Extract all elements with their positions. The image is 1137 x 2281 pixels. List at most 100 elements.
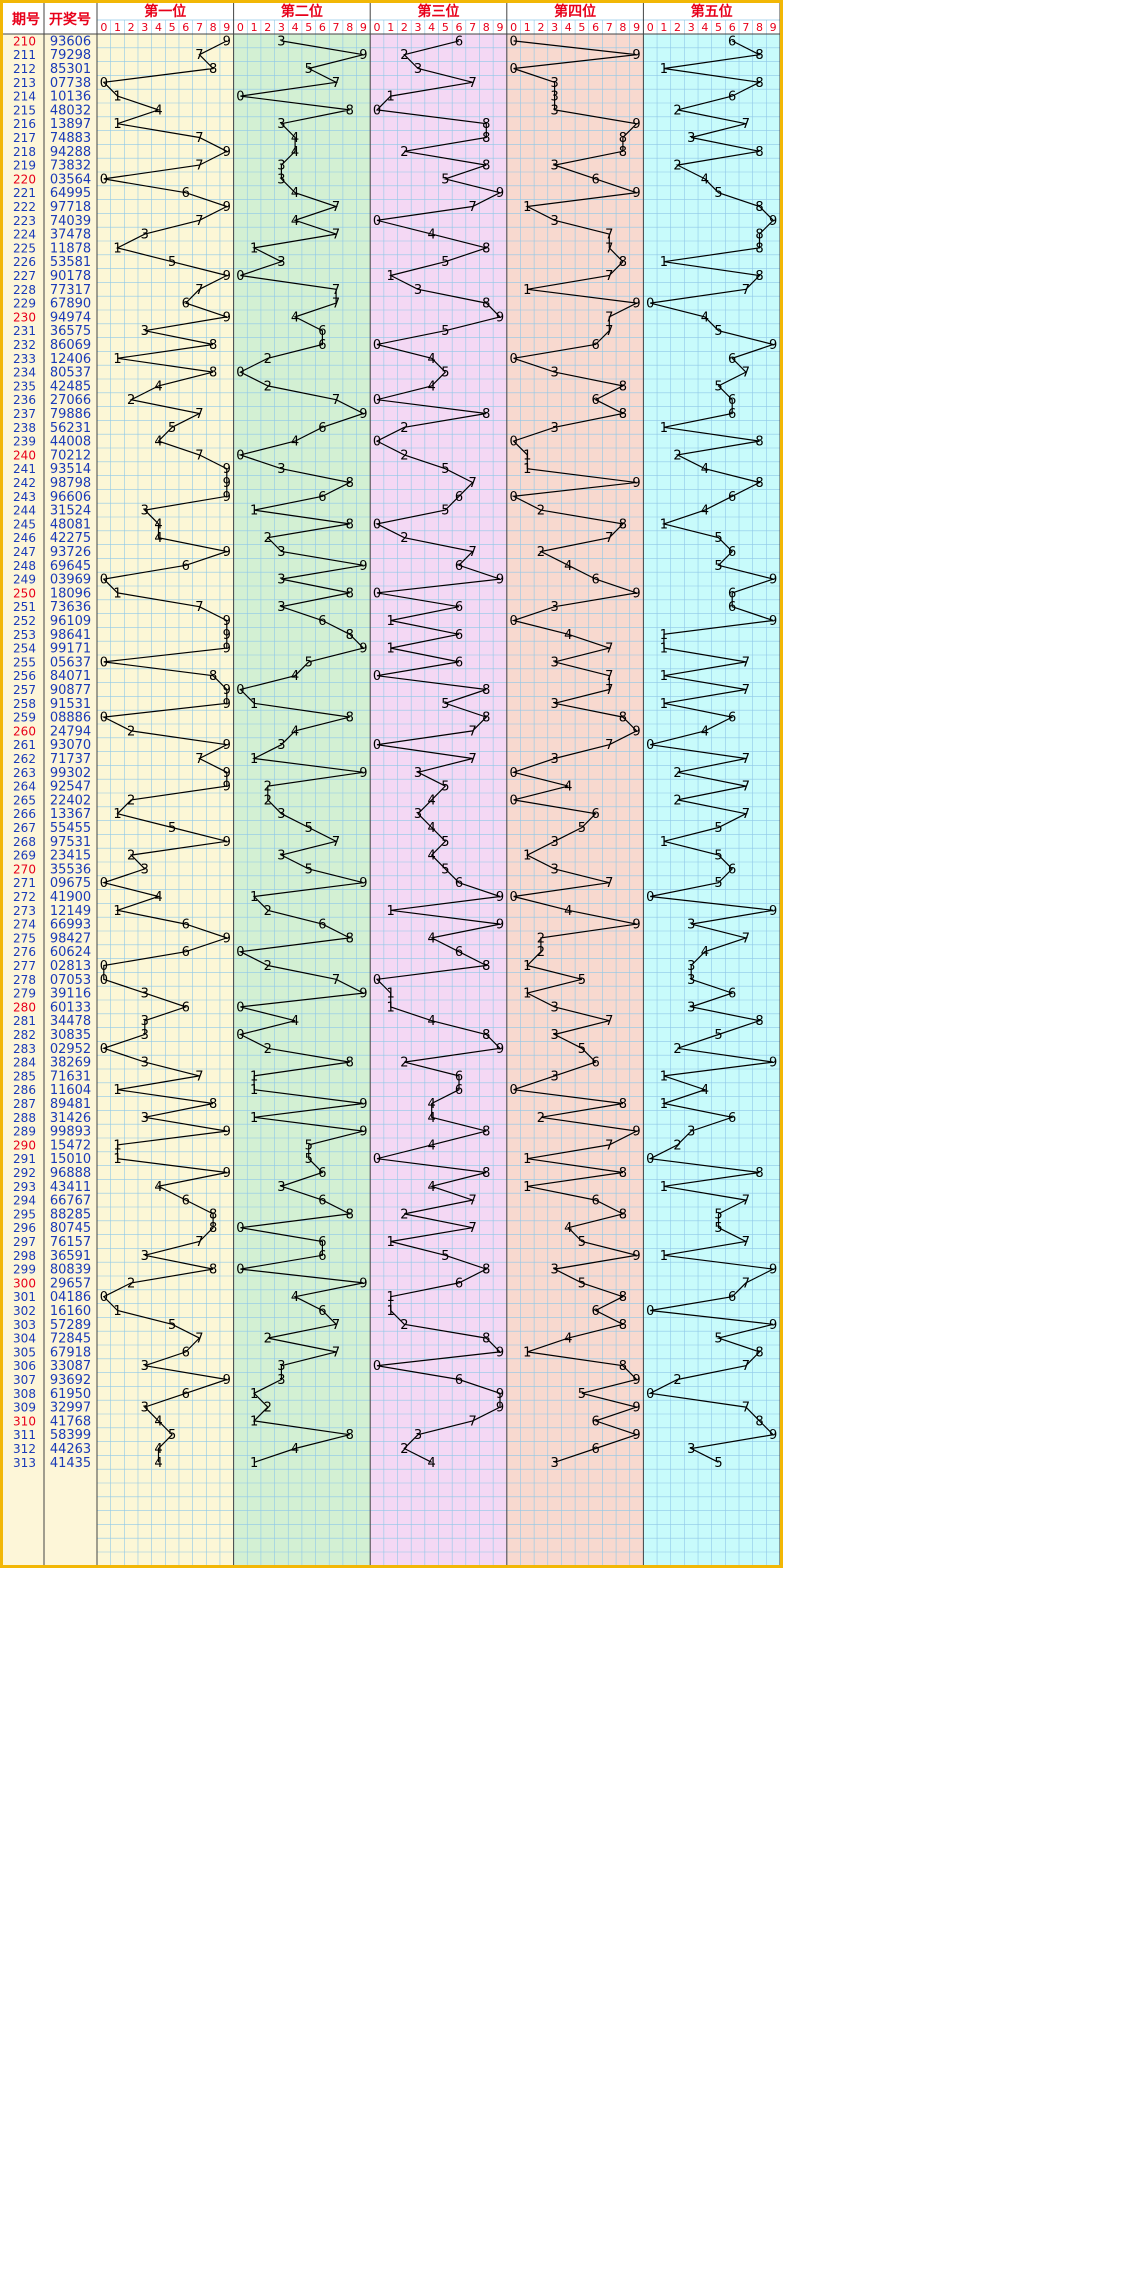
digit-marker: 2	[537, 945, 545, 960]
digit-marker: 5	[714, 531, 722, 546]
digit-marker: 0	[100, 1042, 108, 1057]
digit-marker: 4	[564, 628, 572, 643]
digit-marker: 6	[591, 1414, 599, 1429]
digit-marker: 5	[441, 324, 449, 339]
digit-marker: 4	[428, 1180, 436, 1195]
digit-marker: 1	[523, 283, 531, 298]
digit-marker: 6	[728, 987, 736, 1002]
digit-marker: 2	[127, 1276, 135, 1291]
position-title: 第二位	[281, 3, 323, 20]
draw-number-cell: 23415	[50, 849, 91, 864]
digit-marker: 0	[236, 366, 244, 381]
draw-number-cell: 79886	[50, 407, 91, 422]
digit-label: 9	[360, 21, 367, 34]
digit-marker: 1	[660, 255, 668, 270]
period-cell: 211	[13, 48, 36, 62]
digit-marker: 0	[100, 1290, 108, 1305]
period-cell: 262	[13, 752, 36, 766]
digit-marker: 3	[277, 1180, 285, 1195]
digit-marker: 4	[154, 103, 162, 118]
digit-marker: 8	[755, 228, 763, 243]
digit-marker: 4	[428, 931, 436, 946]
digit-marker: 0	[100, 172, 108, 187]
digit-marker: 1	[387, 269, 395, 284]
draw-number-cell: 97531	[50, 835, 91, 850]
digit-marker: 7	[605, 1138, 613, 1153]
draw-number-cell: 11604	[50, 1083, 91, 1098]
digit-marker: 8	[619, 1097, 627, 1112]
digit-marker: 7	[605, 1014, 613, 1029]
digit-marker: 9	[496, 890, 504, 905]
digit-marker: 4	[428, 228, 436, 243]
digit-label: 7	[606, 21, 613, 34]
draw-number-cell: 99171	[50, 642, 91, 657]
digit-marker: 4	[154, 890, 162, 905]
digit-marker: 3	[414, 283, 422, 298]
digit-marker: 0	[373, 338, 381, 353]
period-cell: 223	[13, 214, 36, 228]
digit-marker: 0	[373, 973, 381, 988]
digit-marker: 7	[332, 297, 340, 312]
digit-marker: 3	[550, 76, 558, 91]
digit-marker: 2	[264, 531, 272, 546]
draw-number-cell: 31426	[50, 1111, 91, 1126]
digit-label: 0	[374, 21, 381, 34]
digit-marker: 1	[113, 1138, 121, 1153]
digit-marker: 0	[373, 1359, 381, 1374]
digit-marker: 1	[250, 1387, 258, 1402]
digit-marker: 3	[550, 862, 558, 877]
period-cell: 310	[13, 1414, 36, 1428]
digit-marker: 1	[113, 1083, 121, 1098]
position-title: 第四位	[554, 3, 596, 20]
digit-marker: 3	[141, 987, 149, 1002]
digit-marker: 9	[632, 1125, 640, 1140]
digit-label: 2	[401, 21, 408, 34]
digit-marker: 0	[236, 1000, 244, 1015]
digit-marker: 7	[742, 366, 750, 381]
digit-marker: 3	[141, 1014, 149, 1029]
digit-marker: 0	[236, 1263, 244, 1278]
digit-marker: 1	[523, 448, 531, 463]
draw-number-cell: 76157	[50, 1235, 91, 1250]
digit-marker: 3	[687, 959, 695, 974]
trend-line	[101, 40, 230, 1463]
period-cell: 313	[13, 1456, 36, 1470]
digit-marker: 1	[387, 642, 395, 657]
digit-marker: 4	[564, 1332, 572, 1347]
period-cell: 238	[13, 421, 36, 435]
period-cell: 301	[13, 1290, 36, 1304]
digit-marker: 5	[441, 835, 449, 850]
draw-number-cell: 15010	[50, 1152, 91, 1167]
digit-marker: 8	[619, 1318, 627, 1333]
draw-number-cell: 33087	[50, 1359, 91, 1374]
digit-marker: 9	[359, 407, 367, 422]
digit-marker: 4	[428, 849, 436, 864]
digit-marker: 1	[387, 614, 395, 629]
digit-marker: 6	[728, 490, 736, 505]
digit-marker: 5	[441, 1249, 449, 1264]
digit-marker: 6	[182, 1345, 190, 1360]
digit-marker: 4	[291, 145, 299, 160]
period-cell: 235	[13, 379, 36, 393]
digit-label: 1	[251, 21, 258, 34]
digit-marker: 8	[346, 1428, 354, 1443]
digit-marker: 4	[291, 1290, 299, 1305]
digit-marker: 1	[113, 352, 121, 367]
digit-marker: 9	[359, 987, 367, 1002]
digit-marker: 2	[400, 48, 408, 63]
position-title: 第五位	[691, 3, 733, 20]
digit-marker: 9	[359, 876, 367, 891]
digit-marker: 1	[660, 1249, 668, 1264]
digit-marker: 1	[113, 1304, 121, 1319]
digit-marker: 5	[714, 876, 722, 891]
digit-marker: 1	[660, 642, 668, 657]
digit-marker: 8	[209, 338, 217, 353]
digit-marker: 0	[236, 1028, 244, 1043]
digit-marker: 0	[646, 297, 654, 312]
digit-marker: 9	[223, 738, 231, 753]
draw-number-cell: 80537	[50, 366, 91, 381]
digit-marker: 6	[728, 545, 736, 560]
draw-number-cell: 90178	[50, 269, 91, 284]
digit-marker: 9	[496, 1401, 504, 1416]
digit-marker: 0	[373, 103, 381, 118]
